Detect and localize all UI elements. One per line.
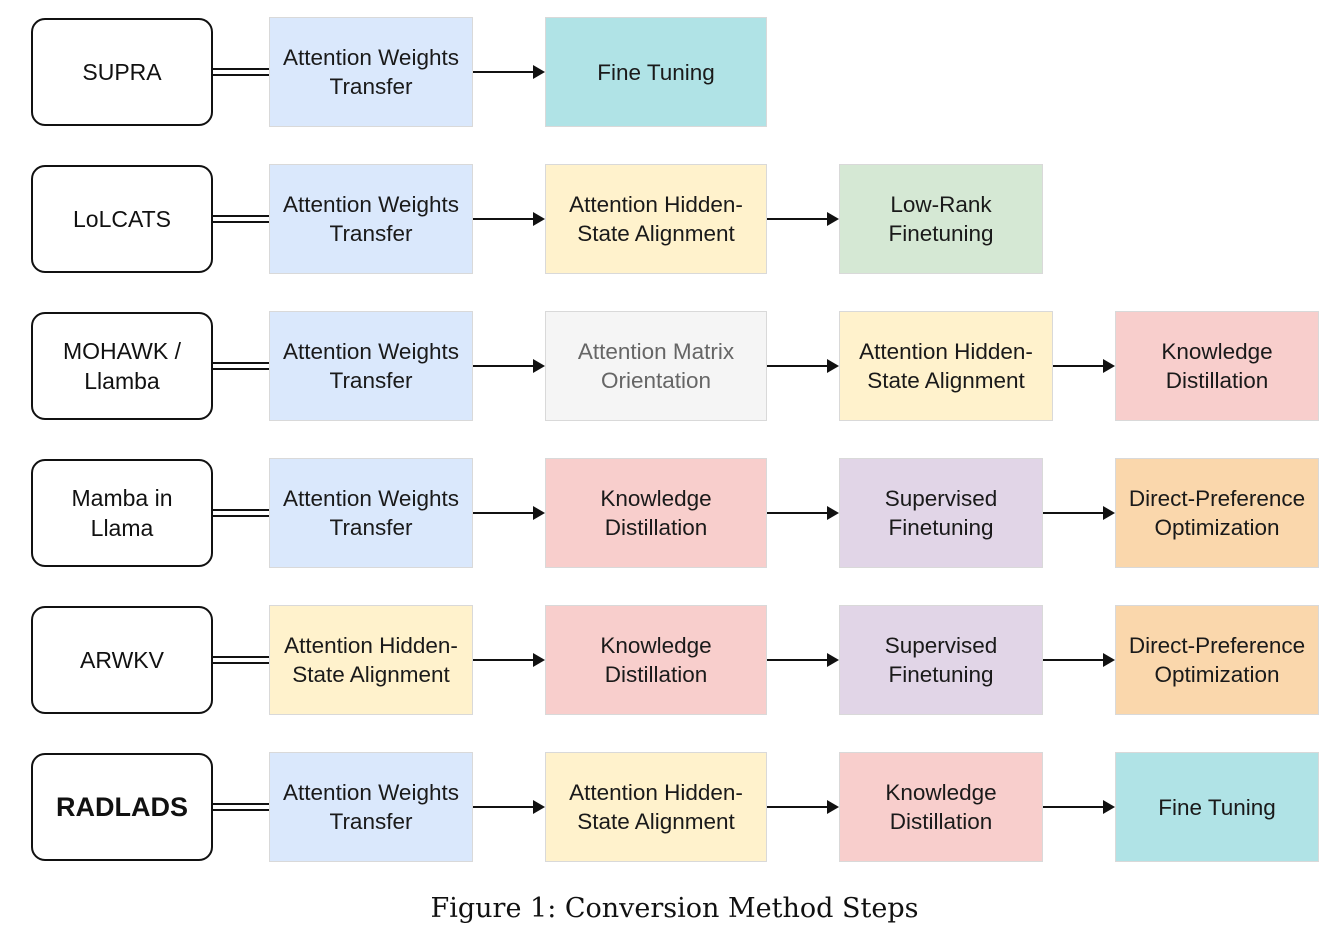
method-box: RADLADS	[31, 753, 213, 861]
arrow-icon	[1043, 800, 1115, 814]
method-row-radlads: RADLADS Attention Weights Transfer Attenti…	[0, 752, 1339, 864]
step-direct-preference-optimization: Direct-Preference Optimization	[1115, 605, 1319, 715]
arrow-icon	[1043, 506, 1115, 520]
step-attention-weights-transfer: Attention Weights Transfer	[269, 458, 473, 568]
arrow-icon	[473, 359, 545, 373]
method-box: ARWKV	[31, 606, 213, 714]
step-fine-tuning: Fine Tuning	[1115, 752, 1319, 862]
method-row-supra: SUPRA Attention Weights Transfer Fine Tuni…	[0, 17, 1339, 129]
arrow-icon	[1043, 653, 1115, 667]
step-supervised-finetuning: Supervised Finetuning	[839, 458, 1043, 568]
arrow-icon	[473, 800, 545, 814]
step-knowledge-distillation: Knowledge Distillation	[839, 752, 1043, 862]
method-row-mohawk-llamba: MOHAWK / Llamba Attention Weights Transfe…	[0, 311, 1339, 423]
double-line-connector	[213, 362, 269, 370]
arrow-icon	[473, 653, 545, 667]
step-attention-hidden-state-alignment: Attention Hidden- State Alignment	[839, 311, 1053, 421]
method-box: Mamba in Llama	[31, 459, 213, 567]
step-knowledge-distillation: Knowledge Distillation	[545, 605, 767, 715]
step-knowledge-distillation: Knowledge Distillation	[1115, 311, 1319, 421]
arrow-icon	[767, 359, 839, 373]
step-attention-hidden-state-alignment: Attention Hidden- State Alignment	[545, 164, 767, 274]
arrow-icon	[767, 212, 839, 226]
step-low-rank-finetuning: Low-Rank Finetuning	[839, 164, 1043, 274]
arrow-icon	[767, 800, 839, 814]
double-line-connector	[213, 803, 269, 811]
arrow-icon	[473, 65, 545, 79]
step-attention-weights-transfer: Attention Weights Transfer	[269, 752, 473, 862]
arrow-icon	[1053, 359, 1115, 373]
step-knowledge-distillation: Knowledge Distillation	[545, 458, 767, 568]
method-box: MOHAWK / Llamba	[31, 312, 213, 420]
double-line-connector	[213, 68, 269, 76]
double-line-connector	[213, 509, 269, 517]
method-box: LoLCATS	[31, 165, 213, 273]
step-fine-tuning: Fine Tuning	[545, 17, 767, 127]
method-box: SUPRA	[31, 18, 213, 126]
step-attention-weights-transfer: Attention Weights Transfer	[269, 311, 473, 421]
double-line-connector	[213, 656, 269, 664]
arrow-icon	[473, 212, 545, 226]
step-supervised-finetuning: Supervised Finetuning	[839, 605, 1043, 715]
figure-caption: Figure 1: Conversion Method Steps	[430, 893, 919, 924]
method-row-mamba-in-llama: Mamba in Llama Attention Weights Transfer…	[0, 458, 1339, 570]
double-line-connector	[213, 215, 269, 223]
step-attention-hidden-state-alignment: Attention Hidden- State Alignment	[269, 605, 473, 715]
method-row-lolcats: LoLCATS Attention Weights Transfer Attenti…	[0, 164, 1339, 276]
arrow-icon	[473, 506, 545, 520]
step-attention-weights-transfer: Attention Weights Transfer	[269, 164, 473, 274]
step-direct-preference-optimization: Direct-Preference Optimization	[1115, 458, 1319, 568]
step-attention-matrix-orientation: Attention Matrix Orientation	[545, 311, 767, 421]
method-row-arwkv: ARWKV Attention Hidden- State Alignment Kn…	[0, 605, 1339, 717]
step-attention-hidden-state-alignment: Attention Hidden- State Alignment	[545, 752, 767, 862]
arrow-icon	[767, 506, 839, 520]
arrow-icon	[767, 653, 839, 667]
step-attention-weights-transfer: Attention Weights Transfer	[269, 17, 473, 127]
